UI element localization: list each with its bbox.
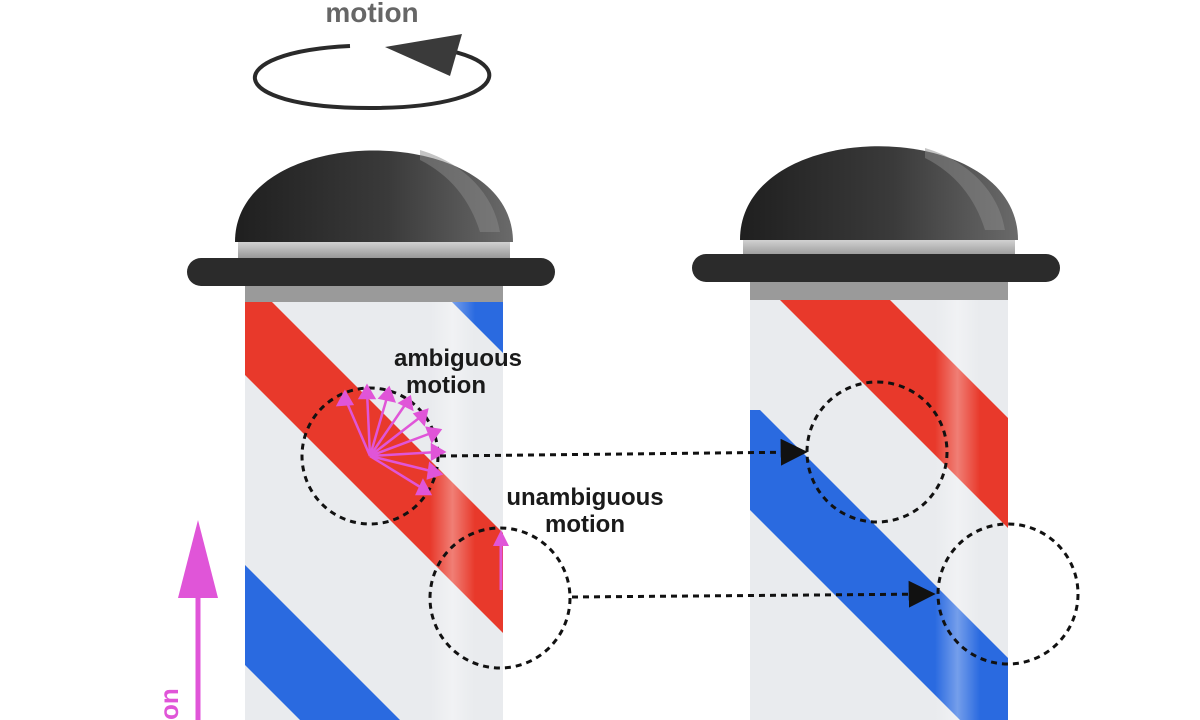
vertical-motion-arrowhead-icon (178, 520, 218, 598)
unambiguous-dashed-circle (428, 526, 572, 670)
left-blue-stripe-bottom (245, 565, 400, 720)
right-brim (692, 254, 1060, 282)
unambiguous-label-line2: motion (545, 511, 625, 538)
unambiguous-mapping-arrow (571, 580, 936, 608)
top-motion-label: motion (325, 0, 418, 28)
right-upper-dashed-circle (805, 380, 949, 524)
right-barber-pole (692, 146, 1060, 720)
rotation-arrowhead-icon (385, 34, 462, 76)
rotation-indicator: motion (252, 0, 492, 111)
left-brim (187, 258, 555, 286)
left-barber-pole (187, 150, 555, 720)
ambiguous-mapping-arrow (439, 438, 808, 466)
unambiguous-aperture: unambiguous motion (428, 484, 1080, 670)
ambiguous-label-line2: motion (406, 372, 486, 399)
ambiguous-vector-fan (335, 383, 447, 496)
unambiguous-vector-head-icon (493, 530, 509, 546)
right-lower-dashed-circle (936, 522, 1080, 666)
vertical-motion-indicator: on (154, 520, 218, 720)
ambiguous-aperture: ambiguous motion (300, 345, 949, 526)
left-collar (238, 240, 510, 262)
ambiguous-label-line1: ambiguous (394, 345, 522, 372)
rotation-ring (252, 44, 492, 111)
side-motion-label: on (154, 688, 184, 720)
unambiguous-label-line1: unambiguous (506, 484, 663, 511)
